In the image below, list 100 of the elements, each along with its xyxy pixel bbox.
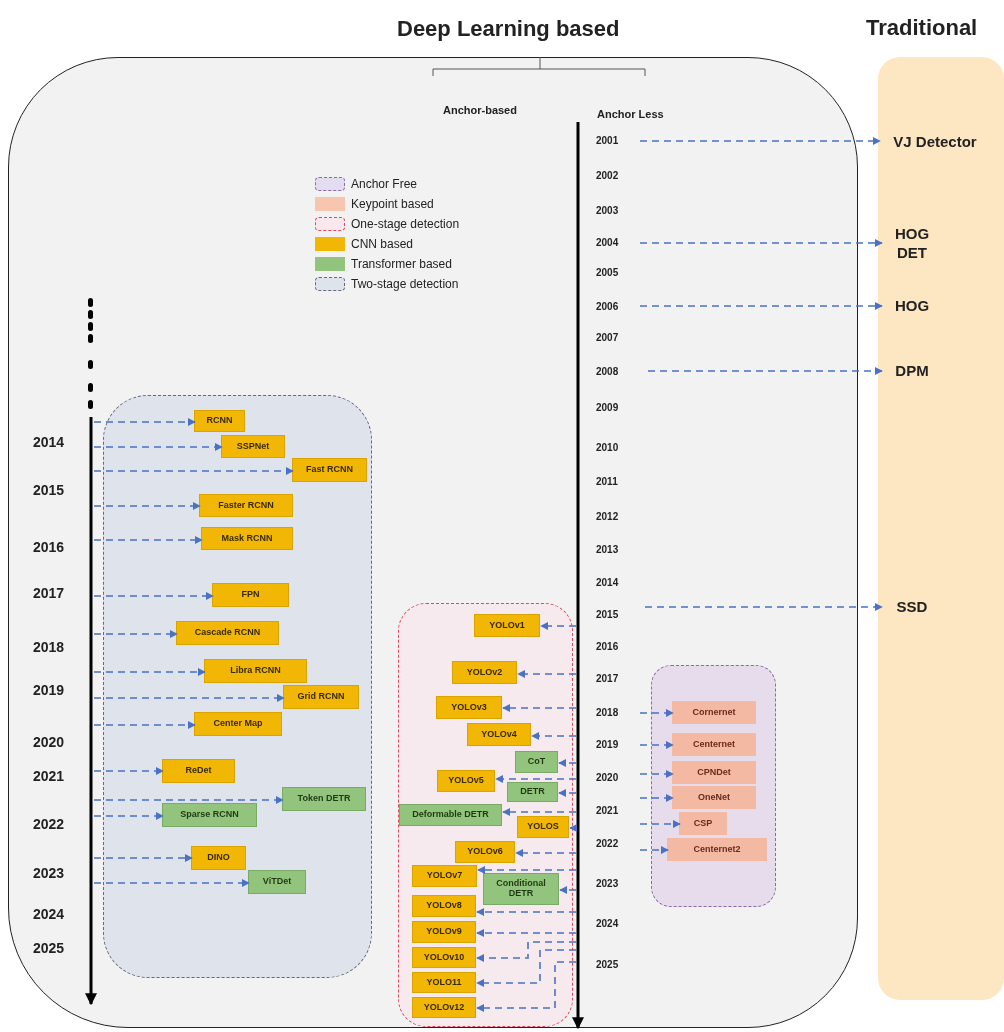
dashed-arrow <box>93 630 178 638</box>
method-label: VJ Detector <box>880 118 990 166</box>
dashed-arrow <box>93 767 164 775</box>
year-label: 2014 <box>33 433 65 452</box>
section-title: Traditional <box>866 14 978 42</box>
year-label: 2012 <box>596 510 619 524</box>
dashed-arrow <box>476 929 577 937</box>
cnn-model-box: YOLOv9 <box>412 921 476 943</box>
dashed-arrow <box>558 759 577 767</box>
dashed-arrow <box>502 808 577 816</box>
transformer-model-box: ViTDet <box>248 870 306 894</box>
dashed-arrow <box>495 775 577 783</box>
cnn-model-box: YOLOv5 <box>437 770 495 792</box>
year-label: 2010 <box>596 441 619 455</box>
cnn-model-box: YOLOv4 <box>467 723 531 746</box>
cnn-model-box: DINO <box>191 846 246 870</box>
cnn-model-box: YOLOS <box>517 816 569 838</box>
year-label: 2015 <box>596 608 619 622</box>
year-label: 2008 <box>596 365 619 379</box>
year-label: 2025 <box>33 939 65 958</box>
dashed-arrow <box>559 886 577 894</box>
year-label: 2005 <box>596 266 619 280</box>
dashed-arrow <box>639 820 681 828</box>
dashed-arrow <box>476 941 577 962</box>
year-label: 2024 <box>596 917 619 931</box>
dashed-arrow <box>476 949 577 987</box>
one-stage-group <box>397 602 573 1027</box>
transformer-model-box: DETR <box>507 782 558 802</box>
year-label: 2022 <box>33 815 65 834</box>
legend-text: Keypoint based <box>351 196 434 213</box>
keypoint-model-box: CPNDet <box>672 761 756 784</box>
dashed-arrow <box>93 854 193 862</box>
year-label: 2023 <box>596 877 619 891</box>
dashed-arrow <box>93 694 285 702</box>
dashed-arrow <box>93 796 284 804</box>
year-label: 2004 <box>596 236 619 250</box>
dashed-arrow <box>639 709 674 717</box>
transformer-model-box: Conditional DETR <box>483 873 559 905</box>
legend-text: Anchor Free <box>351 176 418 193</box>
two-stage-group <box>102 394 372 978</box>
cnn-model-box: YOLOv3 <box>436 696 502 719</box>
dashed-arrow <box>639 846 669 854</box>
year-label: 2016 <box>33 538 65 557</box>
cnn-model-box: YOLOv12 <box>412 997 476 1018</box>
transformer-model-box: Token DETR <box>282 787 366 811</box>
year-label: 2023 <box>33 864 65 883</box>
cnn-model-box: YOLOv2 <box>452 661 517 684</box>
dashed-arrow <box>502 704 577 712</box>
method-label: SSD <box>882 596 942 618</box>
year-label: 2013 <box>596 543 619 557</box>
legend-text: CNN based <box>351 236 414 253</box>
keypoint-model-box: Cornernet <box>672 701 756 724</box>
transformer-model-box: Sparse RCNN <box>162 803 257 827</box>
keypoint-model-box: OneNet <box>672 786 756 809</box>
dashed-arrow <box>93 536 203 544</box>
dashed-arrow <box>93 443 223 451</box>
section-title: Deep Learning based <box>397 15 620 43</box>
keypoint-model-box: Centernet <box>672 733 756 756</box>
cnn-model-box: YOLO11 <box>412 972 476 993</box>
cnn-model-box: Grid RCNN <box>283 685 359 709</box>
dashed-arrow <box>93 879 250 887</box>
cnn-model-box: YOLOv10 <box>412 947 476 968</box>
cnn-model-box: YOLOv8 <box>412 895 476 917</box>
cnn-model-box: YOLOv6 <box>455 841 515 863</box>
cnn-model-box: Faster RCNN <box>199 494 293 517</box>
year-label: 2020 <box>33 733 65 752</box>
method-label: HOG <box>882 295 942 317</box>
cnn-model-box: Mask RCNN <box>201 527 293 550</box>
year-label: 2003 <box>596 204 619 218</box>
anchor-free-group <box>650 664 776 907</box>
dashed-arrow <box>93 592 214 600</box>
year-label: 2024 <box>33 905 65 924</box>
year-label: 2021 <box>596 804 619 818</box>
transformer-model-box: Deformable DETR <box>399 804 502 826</box>
cnn-model-box: Fast RCNN <box>292 458 367 482</box>
dashed-arrow <box>639 794 674 802</box>
year-label: 2009 <box>596 401 619 415</box>
year-label: 2025 <box>596 958 619 972</box>
legend-text: Transformer based <box>351 256 452 273</box>
cnn-model-box: RCNN <box>194 410 245 432</box>
year-label: 2006 <box>596 300 619 314</box>
cnn-model-box: YOLOv7 <box>412 865 477 887</box>
year-label: 2007 <box>596 331 619 345</box>
method-label: HOG DET <box>882 220 942 268</box>
dashed-arrow <box>515 849 577 857</box>
method-label: DPM <box>882 360 942 382</box>
dashed-arrow <box>93 502 201 510</box>
dashed-arrow <box>531 732 577 740</box>
cnn-model-box: SSPNet <box>221 435 285 458</box>
cnn-model-box: Libra RCNN <box>204 659 307 683</box>
dashed-arrow <box>93 812 164 820</box>
year-label: 2018 <box>596 706 619 720</box>
legend-text: Two-stage detection <box>351 276 459 293</box>
keypoint-model-box: Centernet2 <box>667 838 767 861</box>
year-label: 2019 <box>596 738 619 752</box>
dashed-arrow <box>639 239 883 247</box>
dashed-arrow <box>569 824 578 832</box>
keypoint-model-box: CSP <box>679 812 727 835</box>
dashed-arrow <box>540 622 577 630</box>
dashed-arrow <box>639 137 881 145</box>
